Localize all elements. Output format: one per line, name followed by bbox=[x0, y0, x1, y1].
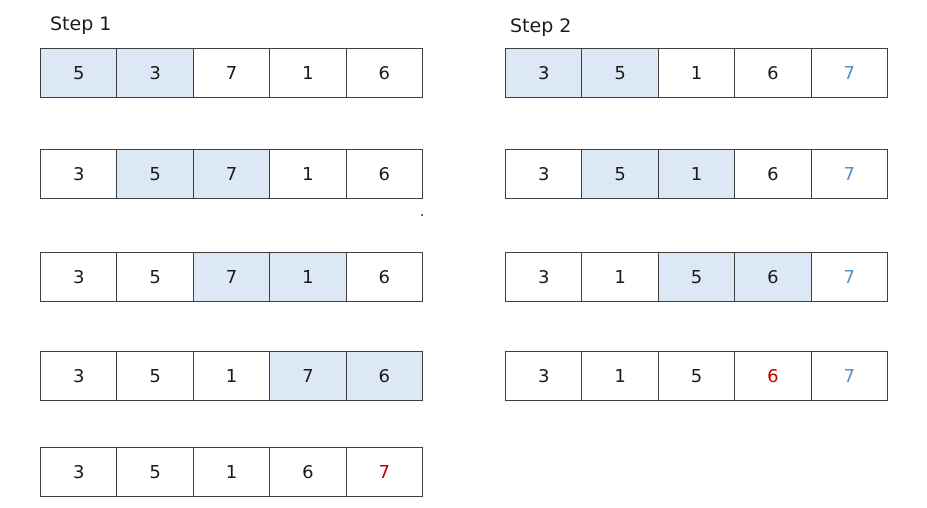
array-cell: 3 bbox=[41, 150, 118, 198]
array-cell: 1 bbox=[658, 150, 736, 198]
array-cell: 1 bbox=[582, 352, 659, 400]
array-cell: 1 bbox=[270, 49, 347, 97]
array-cell: 1 bbox=[193, 352, 271, 400]
array-cell: 7 bbox=[270, 352, 347, 400]
array-cell: 5 bbox=[582, 49, 659, 97]
array-cell: 6 bbox=[735, 352, 812, 400]
array-cell: 5 bbox=[41, 49, 118, 97]
array-cell: 6 bbox=[735, 150, 812, 198]
array-cell: 6 bbox=[735, 253, 812, 301]
array-cell: 6 bbox=[346, 150, 423, 198]
array-cell: 3 bbox=[41, 253, 118, 301]
array-cell: 3 bbox=[506, 49, 583, 97]
array-cell: 7 bbox=[811, 150, 888, 198]
array-cell: 7 bbox=[193, 49, 271, 97]
array-cell: 7 bbox=[193, 253, 271, 301]
array-cell: 7 bbox=[811, 253, 888, 301]
array-cell: 7 bbox=[811, 352, 888, 400]
array-cell: 3 bbox=[506, 253, 583, 301]
array-cell: 7 bbox=[193, 150, 271, 198]
array-cell: 6 bbox=[346, 352, 423, 400]
array-cell: 3 bbox=[41, 352, 118, 400]
array-cell: 5 bbox=[117, 352, 194, 400]
array-cell: 5 bbox=[658, 352, 736, 400]
array-cell: 5 bbox=[582, 150, 659, 198]
step-2-title: Step 2 bbox=[510, 15, 572, 37]
array-cell: 3 bbox=[506, 352, 583, 400]
array-cell: 5 bbox=[658, 253, 736, 301]
array-cell: 6 bbox=[346, 49, 423, 97]
array-cell: 7 bbox=[346, 448, 423, 496]
array-cell: 3 bbox=[41, 448, 118, 496]
array-cell: 1 bbox=[193, 448, 271, 496]
array-cell: 1 bbox=[658, 49, 736, 97]
array-cell: 1 bbox=[270, 253, 347, 301]
array-cell: 3 bbox=[117, 49, 194, 97]
array-cell: 6 bbox=[735, 49, 812, 97]
array-cell: 5 bbox=[117, 448, 194, 496]
array-cell: 5 bbox=[117, 150, 194, 198]
array-cell: 6 bbox=[270, 448, 347, 496]
array-cell: 5 bbox=[117, 253, 194, 301]
array-cell: 1 bbox=[582, 253, 659, 301]
array-cell: 1 bbox=[270, 150, 347, 198]
array-cell: 6 bbox=[346, 253, 423, 301]
array-cell: 7 bbox=[811, 49, 888, 97]
stray-dot bbox=[421, 214, 423, 216]
array-cell: 3 bbox=[506, 150, 583, 198]
step-1-title: Step 1 bbox=[50, 13, 112, 35]
